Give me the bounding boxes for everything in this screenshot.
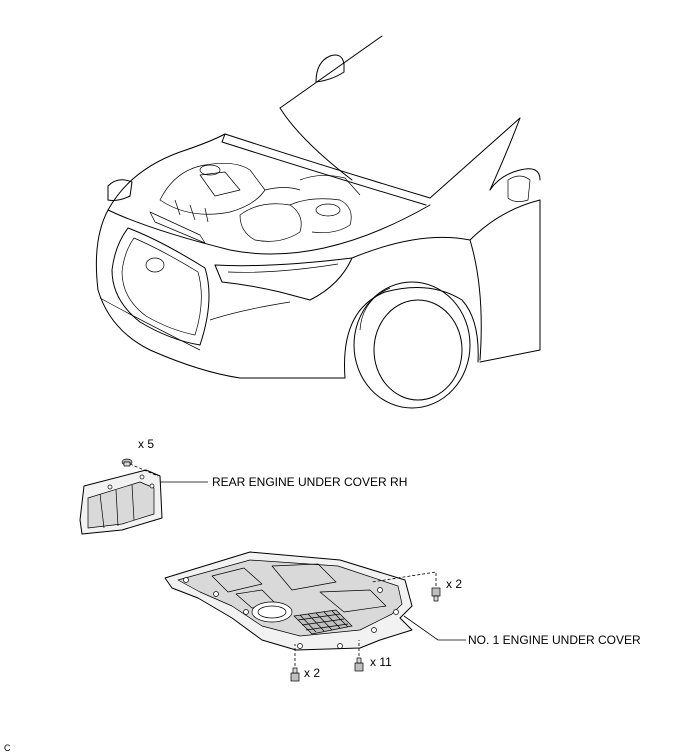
clip-quantity: x 5 bbox=[138, 437, 154, 451]
clip-fastener bbox=[121, 458, 133, 467]
bolt-bottom-right-quantity: x 11 bbox=[370, 655, 392, 669]
bolt-bottom-left-quantity: x 2 bbox=[304, 666, 320, 680]
rear-engine-under-cover-rh-label: REAR ENGINE UNDER COVER RH bbox=[212, 475, 407, 489]
bolt-right-quantity: x 2 bbox=[446, 577, 462, 591]
illustration-code: C bbox=[4, 743, 11, 753]
bolt-bottom-left bbox=[290, 667, 300, 682]
vehicle-front-illustration bbox=[95, 35, 541, 409]
no1-engine-under-cover bbox=[164, 551, 413, 651]
bolt-right bbox=[431, 587, 441, 602]
rear-engine-under-cover-rh bbox=[79, 469, 163, 535]
bolt-bottom-right bbox=[354, 657, 364, 672]
no1-engine-under-cover-label: NO. 1 ENGINE UNDER COVER bbox=[468, 633, 641, 647]
